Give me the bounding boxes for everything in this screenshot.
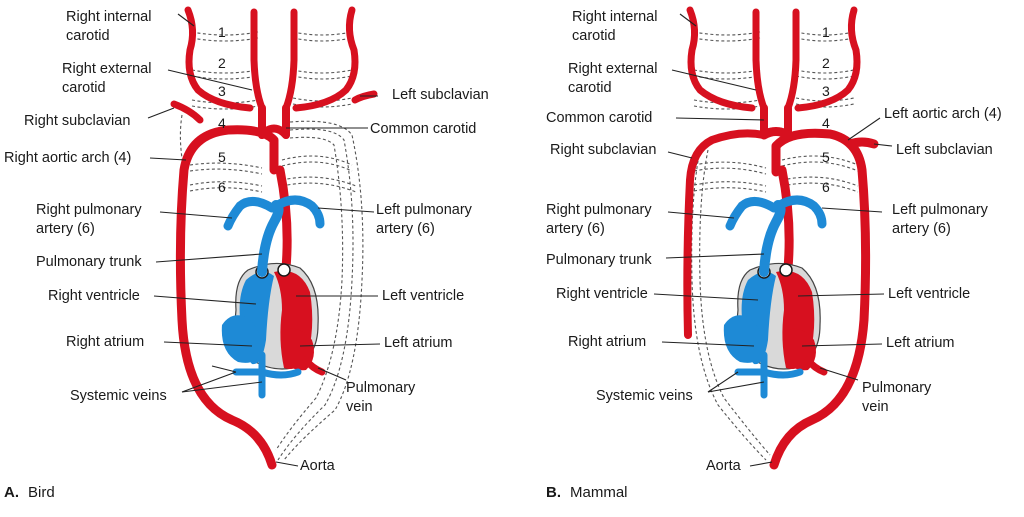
- arch-number-2: 2: [218, 55, 226, 71]
- arch-number-3: 3: [822, 83, 830, 99]
- label-right-external-carotid-2: carotid: [62, 80, 106, 96]
- arch-numbers: 1 2 3 4 5 6: [822, 24, 830, 195]
- right-atrium-shape: [221, 315, 262, 363]
- panel-bird: 1 2 3 4 5 6: [4, 6, 489, 501]
- label-right-external-carotid-2: carotid: [568, 80, 612, 96]
- label-pulmonary-trunk: Pulmonary trunk: [36, 254, 142, 270]
- label-left-subclavian: Left subclavian: [392, 87, 489, 103]
- label-left-ventricle: Left ventricle: [382, 288, 464, 304]
- label-left-subclavian: Left subclavian: [896, 142, 993, 158]
- arch-number-2: 2: [822, 55, 830, 71]
- label-left-atrium: Left atrium: [886, 335, 955, 351]
- label-pulmonary-vein-2: vein: [346, 399, 373, 415]
- label-left-pulmonary-artery-1: Left pulmonary: [892, 202, 989, 218]
- labels-bird: Right internal carotid Right external ca…: [4, 9, 489, 474]
- label-systemic-veins: Systemic veins: [596, 388, 693, 404]
- caption-letter-a: A.: [4, 484, 19, 501]
- caption-text-b: Mammal: [570, 484, 628, 501]
- label-aorta: Aorta: [300, 458, 336, 474]
- label-left-ventricle: Left ventricle: [888, 286, 970, 302]
- arch-number-4: 4: [218, 115, 226, 131]
- pulmonary-system: [223, 195, 325, 399]
- panel-mammal: 1 2 3 4 5 6 Right inter: [546, 6, 1002, 501]
- label-pulmonary-vein-1: Pulmonary: [346, 380, 416, 396]
- label-systemic-veins: Systemic veins: [70, 388, 167, 404]
- label-right-ventricle: Right ventricle: [48, 288, 140, 304]
- label-right-pulmonary-artery-1: Right pulmonary: [36, 202, 142, 218]
- label-pulmonary-vein-1: Pulmonary: [862, 380, 932, 396]
- caption-letter-b: B.: [546, 484, 561, 501]
- label-right-internal-carotid-1: Right internal: [572, 9, 657, 25]
- label-right-internal-carotid-2: carotid: [572, 28, 616, 44]
- label-right-internal-carotid-1: Right internal: [66, 9, 151, 25]
- leader-lines: [653, 13, 893, 467]
- caption-text-a: Bird: [28, 484, 55, 501]
- arch-number-4: 4: [822, 115, 830, 131]
- label-pulmonary-trunk: Pulmonary trunk: [546, 252, 652, 268]
- arch-number-5: 5: [822, 149, 830, 165]
- arch-number-6: 6: [218, 179, 226, 195]
- right-atrium-shape: [723, 315, 764, 363]
- arch-numbers: 1 2 3 4 5 6: [218, 24, 226, 195]
- label-left-aortic-arch: Left aortic arch (4): [884, 106, 1002, 122]
- label-left-pulmonary-artery-1: Left pulmonary: [376, 202, 473, 218]
- arch-number-1: 1: [822, 24, 830, 40]
- label-right-atrium: Right atrium: [568, 334, 646, 350]
- caption-bird: A. Bird: [4, 484, 55, 501]
- label-right-external-carotid-1: Right external: [62, 61, 151, 77]
- arch-number-1: 1: [218, 24, 226, 40]
- arterial-system: [683, 6, 879, 470]
- label-right-atrium: Right atrium: [66, 334, 144, 350]
- label-left-pulmonary-artery-2: artery (6): [892, 221, 951, 237]
- label-right-subclavian: Right subclavian: [550, 142, 656, 158]
- label-right-pulmonary-artery-1: Right pulmonary: [546, 202, 652, 218]
- label-aorta: Aorta: [706, 458, 742, 474]
- heart: [221, 262, 326, 376]
- label-right-aortic-arch: Right aortic arch (4): [4, 150, 131, 166]
- label-right-ventricle: Right ventricle: [556, 286, 648, 302]
- arch-number-6: 6: [822, 179, 830, 195]
- label-right-pulmonary-artery-2: artery (6): [36, 221, 95, 237]
- labels-mammal: Right internal carotid Right external ca…: [546, 9, 1002, 474]
- label-pulmonary-vein-2: vein: [862, 399, 889, 415]
- leader-lines: [147, 13, 381, 467]
- label-common-carotid: Common carotid: [370, 121, 476, 137]
- label-common-carotid: Common carotid: [546, 110, 652, 126]
- label-left-atrium: Left atrium: [384, 335, 453, 351]
- label-right-pulmonary-artery-2: artery (6): [546, 221, 605, 237]
- label-right-internal-carotid-2: carotid: [66, 28, 110, 44]
- pulmonary-system: [725, 195, 827, 399]
- caption-mammal: B. Mammal: [546, 484, 628, 501]
- arch-number-5: 5: [218, 149, 226, 165]
- heart: [723, 262, 828, 376]
- arch-number-3: 3: [218, 83, 226, 99]
- label-left-pulmonary-artery-2: artery (6): [376, 221, 435, 237]
- label-right-external-carotid-1: Right external: [568, 61, 657, 77]
- label-right-subclavian: Right subclavian: [24, 113, 130, 129]
